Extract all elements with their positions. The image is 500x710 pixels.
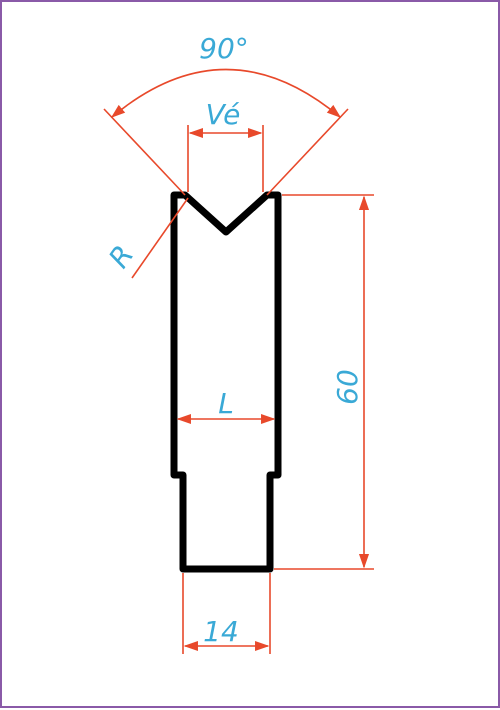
height-label: 60: [331, 369, 364, 405]
die-profile-outline: [170, 191, 282, 573]
radius-label: R: [102, 239, 140, 274]
angle-extension-right: [266, 108, 349, 196]
radius-leader: [131, 197, 189, 279]
width-label: 14: [203, 615, 239, 648]
height-dimension: 60: [274, 194, 374, 570]
width-dimension: 14: [182, 573, 271, 654]
length-label: L: [218, 387, 234, 420]
angle-label: 90°: [199, 32, 249, 65]
ve-dimension: Vé: [187, 98, 264, 192]
ve-label: Vé: [206, 98, 241, 131]
angle-dimension: 90°: [103, 32, 349, 196]
length-dimension: L: [176, 387, 276, 425]
angle-arc: [110, 68, 342, 118]
angle-extension-left: [103, 108, 186, 196]
